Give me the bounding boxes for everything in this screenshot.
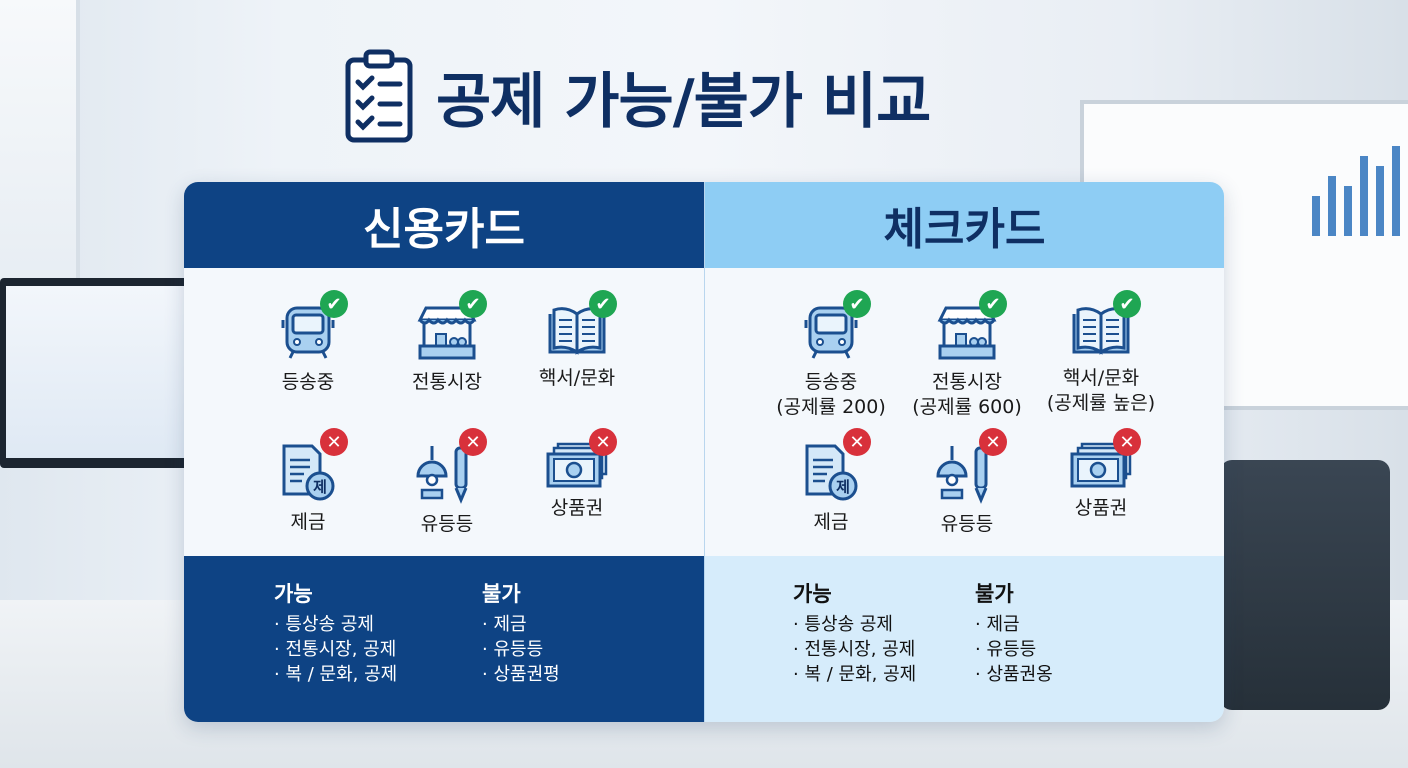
item-label: 전통시장 [932,371,1002,393]
x-icon: ✕ [589,428,617,456]
svg-text:제: 제 [313,478,327,496]
check-icon: ✔ [589,290,617,318]
deduction-item: ✔ 등송중 [238,290,378,395]
deduction-item: 제 ✕ 제금 [238,428,378,535]
items-grid: ✔ 등송중 ✔ 전통시장 ✔ 핵서/문화 제 ✕ 제금 ✕ 유등등 ✕ 상품권 [184,268,704,556]
item-label: 핵서/문화 [1062,367,1140,389]
summary-item: 틍상송 공제 [793,612,916,637]
item-label: 상품권 [550,497,604,519]
deduction-item: ✔ 전통시장 [377,290,517,395]
page-title: 공제 가능/불가 비교 [344,48,931,144]
x-icon: ✕ [459,428,487,456]
summary-item: 전통시장, 공제 [274,637,397,662]
book-icon [1031,304,1171,358]
market-stall-icon [377,304,517,362]
item-rate: (공제률 600) [912,396,1022,418]
deduction-item: ✔ 핵서/문화 (공제률 높은) [1031,290,1171,416]
panel-title: 신용카드 [184,182,704,268]
item-label: 유등등 [420,513,474,535]
background-window [0,0,80,290]
summary-item: 제금 [975,612,1053,637]
x-icon: ✕ [979,428,1007,456]
summary-item: 상품권옹 [975,662,1052,687]
banknotes-icon [1031,442,1171,488]
background-chair [1220,460,1390,710]
item-rate: (공제률 높은) [1046,392,1156,414]
item-label: 유등등 [940,513,994,535]
item-label: 등송중 [281,371,335,393]
check-icon: ✔ [1113,290,1141,318]
summary: 가능틍상송 공제전통시장, 공제복 / 문화, 공제 불가제금유등등상품권옹 [705,556,1224,722]
item-rate: (공제률 200) [776,396,886,418]
not-allowed-summary: 불가제금유등등상품권옹 [975,578,1053,687]
tax-document-icon: 제 [761,442,901,502]
deduction-item: ✔ 등송중 (공제률 200) [761,290,901,420]
book-icon [507,304,647,358]
check-icon: ✔ [979,290,1007,318]
deduction-item: 제 ✕ 제금 [761,428,901,535]
market-stall-icon [897,304,1037,362]
item-label: 전통시장 [412,371,482,393]
not-allowed-summary: 불가제금유등등상품권평 [482,578,560,687]
panel-title: 체크카드 [705,182,1224,268]
allowed-summary: 가능틍상송 공제전통시장, 공제복 / 문화, 공제 [274,578,397,687]
x-icon: ✕ [1113,428,1141,456]
allowed-summary: 가능틍상송 공제전통시장, 공제복 / 문화, 공제 [793,578,916,687]
summary-item: 유등등 [975,637,1053,662]
items-grid: ✔ 등송중 (공제률 200) ✔ 전통시장 (공제률 600) ✔ 핵서/문화… [705,268,1224,556]
clipboard-checklist-icon [345,49,413,143]
summary-item: 상품권평 [482,662,559,687]
item-label: 등송중 [804,371,858,393]
deduction-item: ✕ 유등등 [897,428,1037,537]
x-icon: ✕ [320,428,348,456]
banknotes-icon [507,442,647,488]
summary-item: 유등등 [482,637,560,662]
summary-item: 제금 [482,612,560,637]
deduction-item: ✕ 상품권 [507,428,647,521]
check-icon: ✔ [320,290,348,318]
background-monitor [0,278,190,468]
credit-card-panel: 신용카드 ✔ 등송중 ✔ 전통시장 ✔ 핵서/문화 제 ✕ 제금 ✕ 유등등 ✕… [184,182,704,722]
deduction-item: ✕ 유등등 [377,428,517,537]
deduction-item: ✕ 상품권 [1031,428,1171,521]
check-icon: ✔ [459,290,487,318]
svg-text:제: 제 [836,478,850,496]
summary-item: 복 / 문화, 공제 [793,662,916,687]
item-label: 제금 [290,511,326,533]
deduction-item: ✔ 전통시장 (공제률 600) [897,290,1037,420]
deduction-item: ✔ 핵서/문화 [507,290,647,391]
check-icon: ✔ [843,290,871,318]
lamp-pen-icon [897,442,1037,504]
summary: 가능틍상송 공제전통시장, 공제복 / 문화, 공제 불가제금유등등상품권평 [184,556,704,722]
lamp-pen-icon [377,442,517,504]
check-card-panel: 체크카드 ✔ 등송중 (공제률 200) ✔ 전통시장 (공제률 600) ✔ … [704,182,1224,722]
summary-item: 틍상송 공제 [274,612,397,637]
bus-icon [761,304,901,362]
x-icon: ✕ [843,428,871,456]
item-label: 제금 [813,511,849,533]
item-label: 핵서/문화 [538,367,616,389]
summary-item: 복 / 문화, 공제 [274,662,397,687]
comparison-card: 신용카드 ✔ 등송중 ✔ 전통시장 ✔ 핵서/문화 제 ✕ 제금 ✕ 유등등 ✕… [184,182,1224,722]
summary-item: 전통시장, 공제 [793,637,916,662]
item-label: 상품권 [1074,497,1128,519]
tax-document-icon: 제 [238,442,378,502]
bus-icon [238,304,378,362]
